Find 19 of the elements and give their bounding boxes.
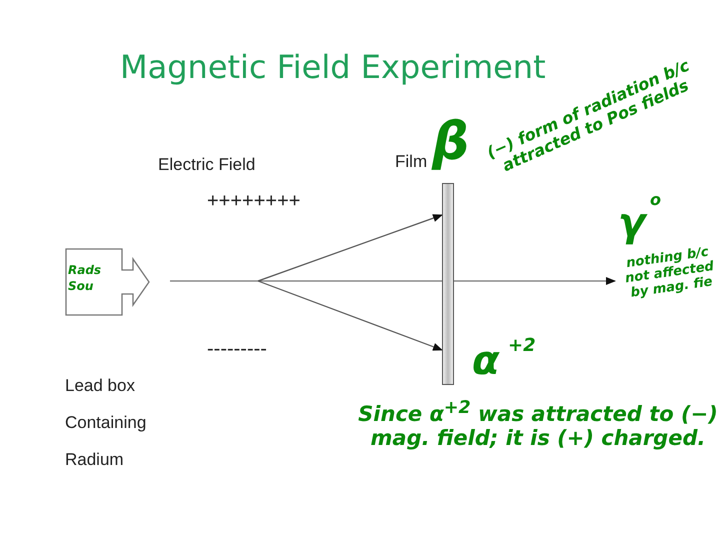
superscript-mark: o [650, 190, 661, 209]
plus-charges: ++++++++ [207, 190, 300, 213]
film-label: Film [395, 152, 428, 172]
beta-symbol: β [432, 112, 470, 172]
minus-charges: --------- [207, 338, 267, 361]
handwritten-note: nothing b/c not affected by mag. fie [623, 244, 716, 302]
caption-line: Radium [65, 450, 124, 470]
deflected-ray-arrow [258, 214, 443, 282]
superscript-mark: +2 [508, 335, 536, 356]
deflected-ray-arrow [258, 280, 443, 351]
lead-box [65, 248, 150, 316]
box-label: Rads Sou [68, 262, 102, 294]
handwritten-note: Since α$^{+2}$ was attracted to (−) mag. field; it is (+) charged. [358, 398, 718, 450]
caption-line: Lead box [65, 376, 135, 396]
gamma-symbol: γ [618, 200, 646, 246]
alpha-symbol: α [472, 338, 500, 384]
caption-line: Containing [65, 413, 146, 433]
field-label: Electric Field [158, 155, 256, 175]
title: Magnetic Field Experiment [120, 48, 546, 86]
